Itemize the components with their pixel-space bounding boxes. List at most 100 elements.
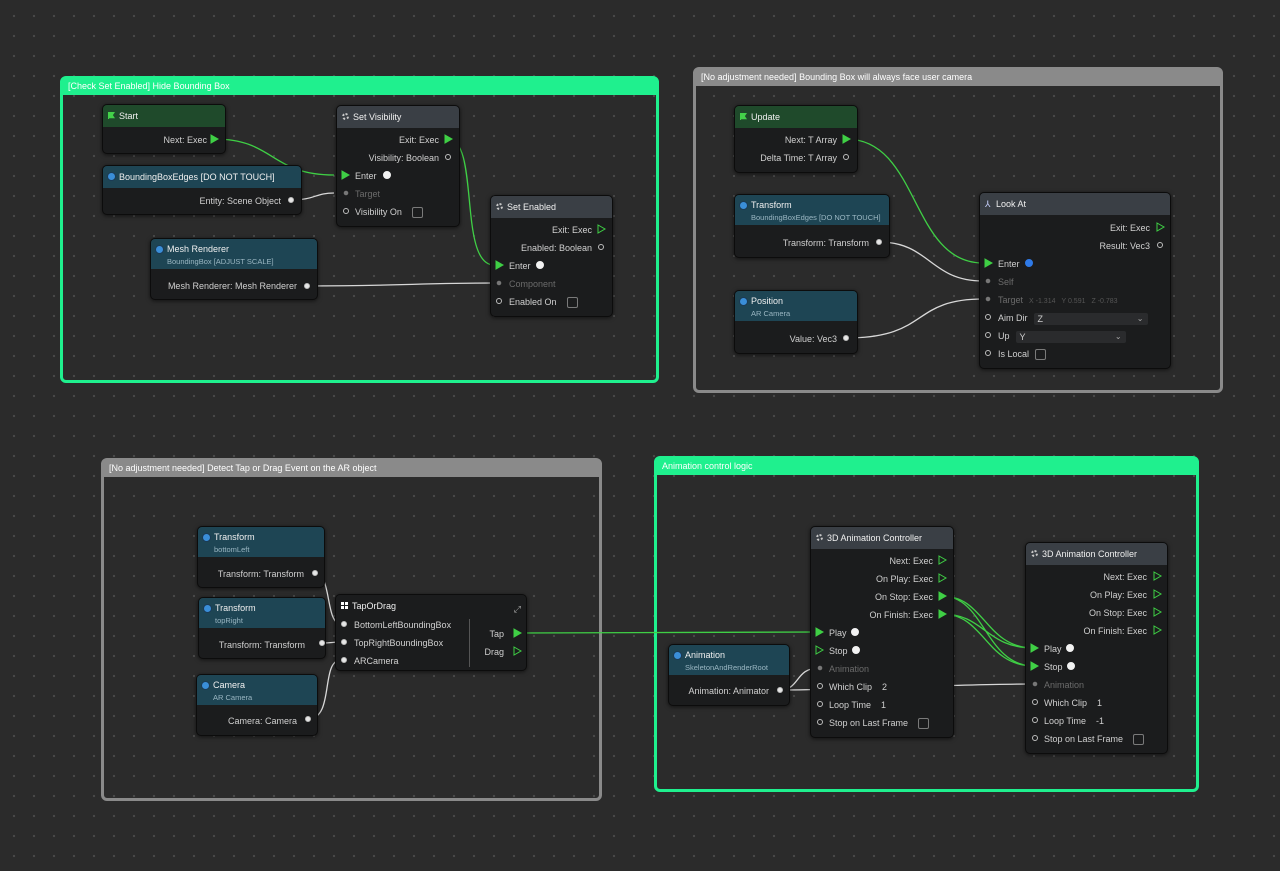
port-top-right[interactable]: TopRightBoundingBox <box>354 638 444 648</box>
stop-on-last-frame-checkbox[interactable] <box>918 718 930 730</box>
port-result[interactable]: Result: Vec3 <box>1099 241 1150 251</box>
target-x-field[interactable]: X -1.314 <box>1029 298 1056 305</box>
which-clip-field[interactable]: 1 <box>1097 698 1103 708</box>
group-face-camera[interactable]: [No adjustment needed] Bounding Box will… <box>693 67 1223 393</box>
node-header[interactable]: 3D Animation Controller <box>1026 543 1167 565</box>
port-transform[interactable]: Transform: Transform <box>218 640 305 650</box>
enabled-on-checkbox[interactable] <box>566 297 578 309</box>
node-look-at[interactable]: ⅄Look At Exit: Exec Result: Vec3 Enter S… <box>979 192 1171 369</box>
port-delta-time[interactable]: Delta Time: T Array <box>760 153 837 163</box>
port-component[interactable]: Component <box>509 279 556 289</box>
node-tap-or-drag[interactable]: TapOrDrag⤢ BottomLeftBoundingBox TopRigh… <box>335 594 527 671</box>
port-visibility[interactable]: Visibility: Boolean <box>368 153 439 163</box>
port-on-stop[interactable]: On Stop: Exec <box>874 592 933 602</box>
port-is-local[interactable]: Is Local <box>998 347 1047 361</box>
expand-icon[interactable]: ⤢ <box>513 604 521 614</box>
node-header[interactable]: TapOrDrag⤢ <box>336 595 526 617</box>
node-header[interactable]: ⅄Look At <box>980 193 1170 215</box>
group-animation-control[interactable]: Animation control logic <box>654 456 1199 792</box>
which-clip-field[interactable]: 2 <box>882 682 888 692</box>
port-animation[interactable]: Animation <box>829 664 870 674</box>
port-visibility-on[interactable]: Visibility On <box>355 205 423 219</box>
port-animation[interactable]: Animation <box>1044 680 1085 690</box>
port-stop[interactable]: Stop <box>1044 662 1063 672</box>
node-3d-animation-controller-1[interactable]: 3D Animation Controller Next: Exec On Pl… <box>810 526 954 738</box>
port-on-play[interactable]: On Play: Exec <box>875 574 933 584</box>
port-on-finish[interactable]: On Finish: Exec <box>869 610 933 620</box>
is-local-checkbox[interactable] <box>1035 349 1047 361</box>
target-y-field[interactable]: Y 0.591 <box>1061 298 1086 305</box>
node-header[interactable]: Update <box>735 106 857 128</box>
node-header[interactable]: Set Visibility <box>337 106 459 128</box>
port-bottom-left[interactable]: BottomLeftBoundingBox <box>354 620 452 630</box>
node-header[interactable]: Set Enabled <box>491 196 612 218</box>
port-next[interactable]: Next: Exec <box>1103 572 1147 582</box>
node-start[interactable]: Start Next: Exec <box>102 104 226 154</box>
port-camera[interactable]: Camera: Camera <box>227 716 297 726</box>
node-set-visibility[interactable]: Set Visibility Exit: Exec Visibility: Bo… <box>336 105 460 227</box>
group-hide-bounding-box[interactable]: [Check Set Enabled] Hide Bounding Box <box>60 76 659 383</box>
port-entity[interactable]: Entity: Scene Object <box>199 196 281 206</box>
port-enter[interactable]: Enter <box>998 259 1020 269</box>
node-header[interactable]: Start <box>103 105 225 127</box>
port-self[interactable]: Self <box>998 277 1014 287</box>
port-play[interactable]: Play <box>829 628 847 638</box>
port-stop[interactable]: Stop <box>829 646 848 656</box>
loop-time-field[interactable]: 1 <box>881 700 887 710</box>
port-next[interactable]: Next: T Array <box>784 135 837 145</box>
port-enabled[interactable]: Enabled: Boolean <box>520 243 592 253</box>
port-next-exec[interactable]: Next: Exec <box>163 135 207 145</box>
port-animator[interactable]: Animation: Animator <box>688 686 769 696</box>
port-transform[interactable]: Transform: Transform <box>782 238 869 248</box>
port-mesh-renderer[interactable]: Mesh Renderer: Mesh Renderer <box>167 281 297 291</box>
port-stop-on-last-frame[interactable]: Stop on Last Frame <box>829 716 930 730</box>
port-enter[interactable]: Enter <box>355 171 377 181</box>
port-next[interactable]: Next: Exec <box>889 556 933 566</box>
port-on-play[interactable]: On Play: Exec <box>1089 590 1147 600</box>
node-header[interactable]: BoundingBoxEdges [DO NOT TOUCH] <box>103 166 301 188</box>
group-title[interactable]: [Check Set Enabled] Hide Bounding Box <box>63 79 656 95</box>
port-value[interactable]: Value: Vec3 <box>789 334 837 344</box>
loop-time-field[interactable]: -1 <box>1096 716 1105 726</box>
visibility-on-checkbox[interactable] <box>411 207 423 219</box>
port-ar-camera[interactable]: ARCamera <box>354 656 399 666</box>
node-bounding-box-edges[interactable]: BoundingBoxEdges [DO NOT TOUCH] Entity: … <box>102 165 302 215</box>
port-exit[interactable]: Exit: Exec <box>551 225 592 235</box>
port-play[interactable]: Play <box>1044 644 1062 654</box>
node-set-enabled[interactable]: Set Enabled Exit: Exec Enabled: Boolean … <box>490 195 613 317</box>
node-3d-animation-controller-2[interactable]: 3D Animation Controller Next: Exec On Pl… <box>1025 542 1168 754</box>
group-title[interactable]: [No adjustment needed] Bounding Box will… <box>696 70 1220 86</box>
port-enabled-on[interactable]: Enabled On <box>509 295 578 309</box>
group-title[interactable]: Animation control logic <box>657 459 1196 475</box>
port-target[interactable]: Target <box>355 189 381 199</box>
port-on-stop[interactable]: On Stop: Exec <box>1088 608 1147 618</box>
port-enter[interactable]: Enter <box>509 261 531 271</box>
port-on-finish[interactable]: On Finish: Exec <box>1083 626 1147 636</box>
group-detect-tap[interactable]: [No adjustment needed] Detect Tap or Dra… <box>101 458 602 801</box>
node-update[interactable]: Update Next: T Array Delta Time: T Array <box>734 105 858 173</box>
port-stop-on-last-frame[interactable]: Stop on Last Frame <box>1044 732 1145 746</box>
node-header[interactable]: 3D Animation Controller <box>811 527 953 549</box>
aim-dir-dropdown[interactable]: Z⌄ <box>1033 312 1148 325</box>
group-title[interactable]: [No adjustment needed] Detect Tap or Dra… <box>104 461 599 477</box>
port-exit[interactable]: Exit: Exec <box>398 135 439 145</box>
port-drag[interactable]: Drag <box>484 647 504 657</box>
port-transform[interactable]: Transform: Transform <box>217 569 304 579</box>
port-exit[interactable]: Exit: Exec <box>1109 223 1150 233</box>
